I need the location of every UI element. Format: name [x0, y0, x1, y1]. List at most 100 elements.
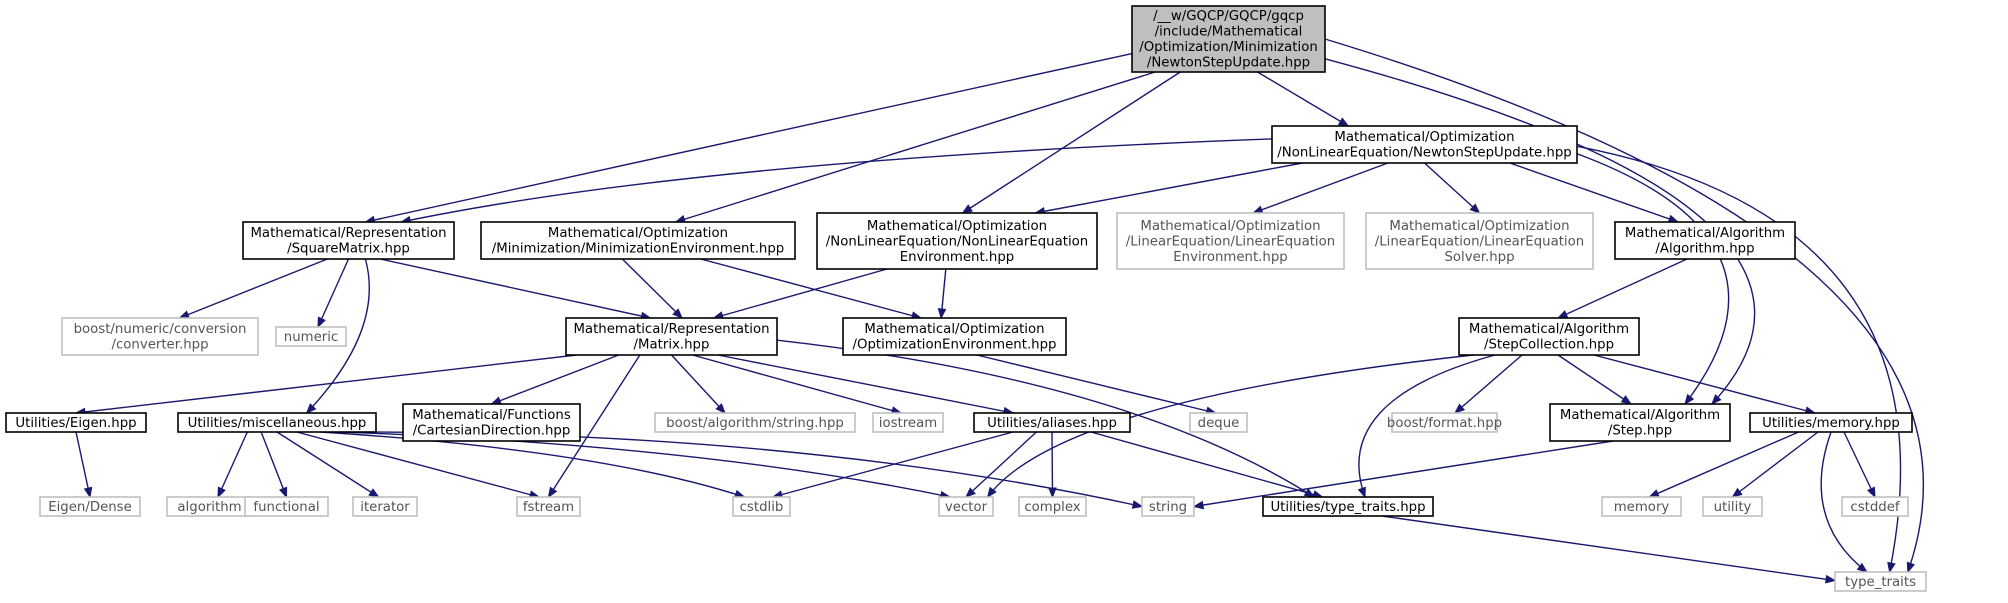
edge-misc-to-fstream	[296, 431, 541, 499]
edge-arrowhead	[1866, 486, 1876, 499]
node-label-line: /Optimization/Minimization	[1139, 40, 1318, 55]
edge-arrowhead	[1337, 117, 1350, 127]
node-functional: functional	[244, 496, 329, 517]
edge-arrowhead	[715, 403, 726, 414]
node-matrix[interactable]: Mathematical/Representation/Matrix.hpp	[565, 317, 778, 356]
node-box	[275, 326, 347, 347]
edge-line	[987, 354, 1474, 498]
edge-arrowhead	[986, 486, 997, 499]
node-label-line: /Algorithm.hpp	[1655, 242, 1754, 257]
node-fstream: fstream	[516, 496, 581, 517]
edge-line	[1324, 38, 1924, 573]
edge-nle_newton-to-le_env	[1251, 162, 1389, 214]
edge-line	[1820, 431, 1868, 573]
node-step-coll[interactable]: Mathematical/Algorithm/StepCollection.hp…	[1458, 317, 1640, 356]
edge-misc-to-iterator	[276, 431, 380, 498]
node-step[interactable]: Mathematical/Algorithm/Step.hpp	[1549, 403, 1731, 442]
edge-memory_hpp-to-cstddef	[1843, 431, 1876, 499]
edge-aliases-to-cstdlib	[771, 431, 1014, 499]
node-box	[39, 496, 141, 517]
edge-arrowhead	[937, 308, 947, 320]
node-numeric: numeric	[275, 326, 347, 347]
edge-step_coll-to-vector	[986, 354, 1474, 499]
node-label-line: /include/Mathematical	[1155, 25, 1303, 40]
node-box	[1131, 5, 1326, 73]
node-algorithm[interactable]: Mathematical/Algorithm/Algorithm.hpp	[1614, 221, 1796, 260]
node-label-line: vector	[945, 500, 988, 515]
edge-arrowhead	[1887, 561, 1896, 574]
node-boost-conv: boost/numeric/conversion/converter.hpp	[61, 317, 259, 356]
edge-line	[217, 431, 248, 498]
node-label-line: Utilities/aliases.hpp	[987, 416, 1117, 431]
node-misc[interactable]: Utilities/miscellaneous.hpp	[177, 412, 377, 433]
edge-line	[1193, 440, 1614, 508]
edge-line	[1358, 354, 1496, 498]
file-nodes: /__w/GQCP/GQCP/gqcp/include/Mathematical…	[5, 5, 1927, 592]
edge-arrowhead	[1856, 562, 1868, 573]
node-type-traits-hpp[interactable]: Utilities/type_traits.hpp	[1262, 496, 1434, 517]
edge-line	[75, 354, 577, 414]
edge-arrowhead	[672, 308, 684, 319]
node-eigen-dense: Eigen/Dense	[39, 496, 141, 517]
edge-arrowhead	[961, 204, 973, 214]
node-min-env[interactable]: Mathematical/Optimization/Minimization/M…	[480, 221, 796, 260]
node-label-line: Mathematical/Optimization	[867, 219, 1047, 234]
node-boost-str: boost/algorithm/string.hpp	[654, 412, 856, 433]
edge-arrowhead	[1453, 403, 1466, 414]
edge-arrowhead	[83, 486, 93, 499]
node-label-line: utility	[1714, 500, 1752, 515]
edge-nle_newton-to-type_traits	[1576, 145, 1902, 574]
node-label-line: Solver.hpp	[1444, 250, 1514, 265]
node-aliases[interactable]: Utilities/aliases.hpp	[973, 412, 1131, 433]
edge-arrowhead	[1048, 487, 1057, 499]
node-root[interactable]: /__w/GQCP/GQCP/gqcp/include/Mathematical…	[1131, 5, 1326, 73]
node-memory-hpp[interactable]: Utilities/memory.hpp	[1749, 412, 1913, 433]
node-box	[516, 496, 581, 517]
node-utility: utility	[1702, 496, 1763, 517]
node-label-line: cstddef	[1850, 500, 1900, 515]
node-label-line: /NewtonStepUpdate.hpp	[1147, 56, 1310, 71]
edge-line	[1454, 354, 1523, 414]
node-label-line: /Matrix.hpp	[634, 338, 710, 353]
edge-arrowhead	[317, 316, 326, 329]
node-label-line: string	[1149, 500, 1187, 515]
node-iterator: iterator	[352, 496, 418, 517]
node-label-line: Mathematical/Optimization	[548, 226, 728, 241]
node-opt-env[interactable]: Mathematical/Optimization/OptimizationEn…	[842, 317, 1067, 356]
node-square-matrix[interactable]: Mathematical/Representation/SquareMatrix…	[242, 221, 455, 260]
edge-arrowhead	[1556, 310, 1569, 319]
node-eigen[interactable]: Utilities/Eigen.hpp	[5, 412, 147, 433]
node-cstddef: cstddef	[1841, 496, 1909, 517]
node-label-line: Mathematical/Optimization	[864, 322, 1044, 337]
node-cstdlib: cstdlib	[732, 496, 791, 517]
node-cart-dir[interactable]: Mathematical/Functions/CartesianDirectio…	[402, 403, 581, 442]
node-label-line: Environment.hpp	[900, 250, 1014, 265]
edge-line	[717, 354, 1014, 414]
node-label-line: Mathematical/Algorithm	[1560, 408, 1720, 423]
node-box	[402, 403, 581, 442]
node-iostream: iostream	[872, 412, 944, 433]
node-label-line: /StepCollection.hpp	[1484, 338, 1614, 353]
edge-root-to-square_matrix	[364, 52, 1133, 225]
edge-type_traits_hpp-to-type_traits	[1381, 515, 1837, 584]
edge-line	[1509, 162, 1679, 223]
edge-step-to-string	[1192, 440, 1614, 510]
node-string: string	[1141, 496, 1195, 517]
edge-line	[1424, 162, 1480, 214]
node-box	[1601, 496, 1682, 517]
node-label-line: /CartesianDirection.hpp	[413, 424, 571, 439]
edge-nle_newton-to-step	[1576, 153, 1730, 406]
edge-arrowhead	[1469, 203, 1481, 214]
node-label-line: /converter.hpp	[111, 338, 208, 353]
node-box	[973, 412, 1131, 433]
node-label-line: /__w/GQCP/GQCP/gqcp	[1153, 9, 1304, 24]
node-nle-newton[interactable]: Mathematical/Optimization/NonLinearEquat…	[1271, 125, 1578, 164]
edge-arrowhead	[1906, 561, 1916, 574]
edge-min_env-to-matrix	[621, 258, 684, 319]
edge-line	[675, 71, 1156, 223]
edge-aliases-to-vector	[965, 431, 1037, 498]
node-nle-env[interactable]: Mathematical/Optimization/NonLinearEquat…	[816, 212, 1098, 270]
node-label-line: boost/numeric/conversion	[74, 322, 247, 337]
edge-line	[1732, 431, 1819, 498]
edge-misc-to-vector	[340, 431, 952, 500]
